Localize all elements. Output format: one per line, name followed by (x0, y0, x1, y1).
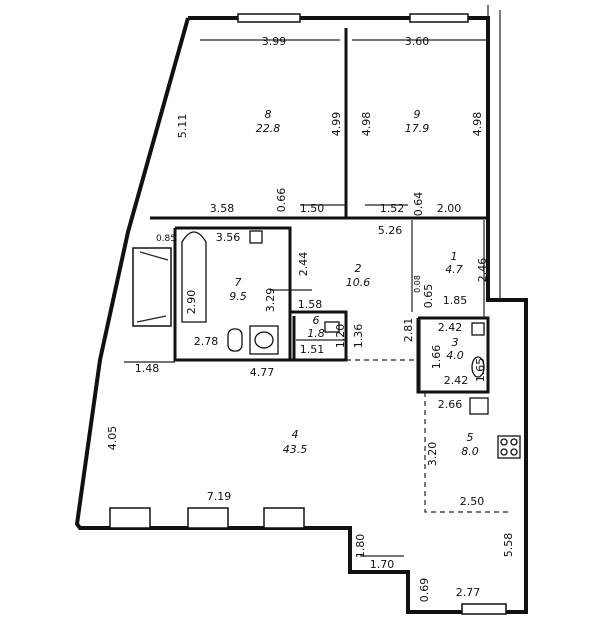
window-pane (136, 315, 167, 323)
room-area: 1.8 (307, 327, 325, 340)
room-area: 10.6 (346, 276, 371, 289)
stove (497, 435, 521, 459)
room-number: 8 (265, 108, 272, 121)
dimension-label: 0.08 (413, 275, 422, 293)
dimension-label: 2.44 (297, 252, 310, 277)
dimension-label: 4.99 (330, 112, 343, 137)
dimension-label: 4.98 (360, 112, 373, 137)
room-number: 7 (235, 276, 242, 289)
washer-icon (249, 230, 263, 244)
dimension-label: 2.77 (456, 586, 481, 599)
dimension-label: 1.48 (135, 362, 160, 375)
dimension-label: 2.66 (438, 398, 463, 411)
dimension-label: 4.98 (471, 112, 484, 137)
room-number: 5 (467, 431, 474, 444)
dimension-label: 2.00 (437, 202, 462, 215)
dimension-label: 2.46 (476, 258, 489, 283)
toilet (227, 328, 243, 352)
dimension-label: 2.90 (185, 290, 198, 315)
window (237, 13, 301, 23)
dimension-label: 3.99 (262, 35, 287, 48)
dimension-label: 7.19 (207, 490, 232, 503)
room-area: 43.5 (283, 443, 308, 456)
dimension-label: 3.56 (216, 231, 241, 244)
dimension-label: 0.64 (412, 192, 425, 217)
room-number: 6 (313, 314, 320, 327)
dimension-label: 5.26 (378, 224, 403, 237)
dimension-label: 1.66 (430, 345, 443, 370)
wall-wc (290, 310, 348, 362)
kitchen-sink (469, 397, 489, 415)
dimension-label: 1.50 (300, 202, 325, 215)
dimension-label: 4.05 (106, 426, 119, 451)
dimension-label: 5.11 (176, 114, 189, 139)
bathtub (181, 231, 207, 323)
room-area: 17.9 (405, 122, 430, 135)
dimension-label: 4.77 (250, 366, 275, 379)
room-number: 1 (451, 250, 458, 263)
stove-burner (510, 448, 518, 456)
dimension-label: 3.20 (426, 442, 439, 467)
dimension-label: 1.51 (300, 343, 325, 356)
window (132, 247, 172, 327)
dimension-label: 1.52 (380, 202, 405, 215)
dimension-label: 2.42 (438, 321, 463, 334)
room3-sink (471, 322, 485, 336)
wall-room3 (416, 316, 490, 394)
dimension-label: 2.78 (194, 335, 219, 348)
dimension-label: 3.58 (210, 202, 235, 215)
room-area: 22.8 (256, 122, 281, 135)
window (263, 507, 305, 529)
dimension-label: 1.85 (443, 294, 468, 307)
dimension-label: 0.85 (156, 234, 176, 244)
window (461, 603, 507, 615)
window (409, 13, 469, 23)
dimension-label: 0.69 (418, 578, 431, 603)
room-area: 8.0 (461, 445, 479, 458)
stove-burner (500, 438, 508, 446)
dimension-label: 5.58 (502, 533, 515, 558)
dimension-label: 1.20 (334, 324, 347, 349)
dimension-label: 1.70 (370, 558, 395, 571)
window (187, 507, 229, 529)
room-area: 9.5 (229, 290, 247, 303)
window-pane (139, 251, 169, 261)
dimension-label: 2.50 (460, 495, 485, 508)
dimension-label: 2.42 (444, 374, 469, 387)
room3-toilet (471, 356, 485, 378)
room-area: 4.0 (446, 349, 464, 362)
wc-sink (324, 321, 340, 333)
outer-wall (74, 16, 528, 614)
room-number: 9 (414, 108, 421, 121)
sink-bowl (254, 331, 274, 349)
dimension-label: 0.66 (275, 188, 288, 213)
window (109, 507, 151, 529)
dimension-label: 1.36 (352, 324, 365, 349)
room-number: 3 (452, 336, 459, 349)
room-number: 2 (355, 262, 362, 275)
zone-line (424, 392, 510, 513)
dimension-label: 0.65 (422, 284, 435, 309)
dimension-label: 1.80 (354, 534, 367, 559)
room-number: 4 (292, 428, 299, 441)
stove-burner (500, 448, 508, 456)
dimension-label: 3.29 (264, 288, 277, 313)
room-area: 4.7 (445, 263, 463, 276)
dimension-label: 2.81 (402, 318, 415, 343)
dimension-label: 1.65 (474, 358, 487, 383)
stove-burner (510, 438, 518, 446)
dimension-label: 1.58 (298, 298, 323, 311)
dimension-label: 3.60 (405, 35, 430, 48)
